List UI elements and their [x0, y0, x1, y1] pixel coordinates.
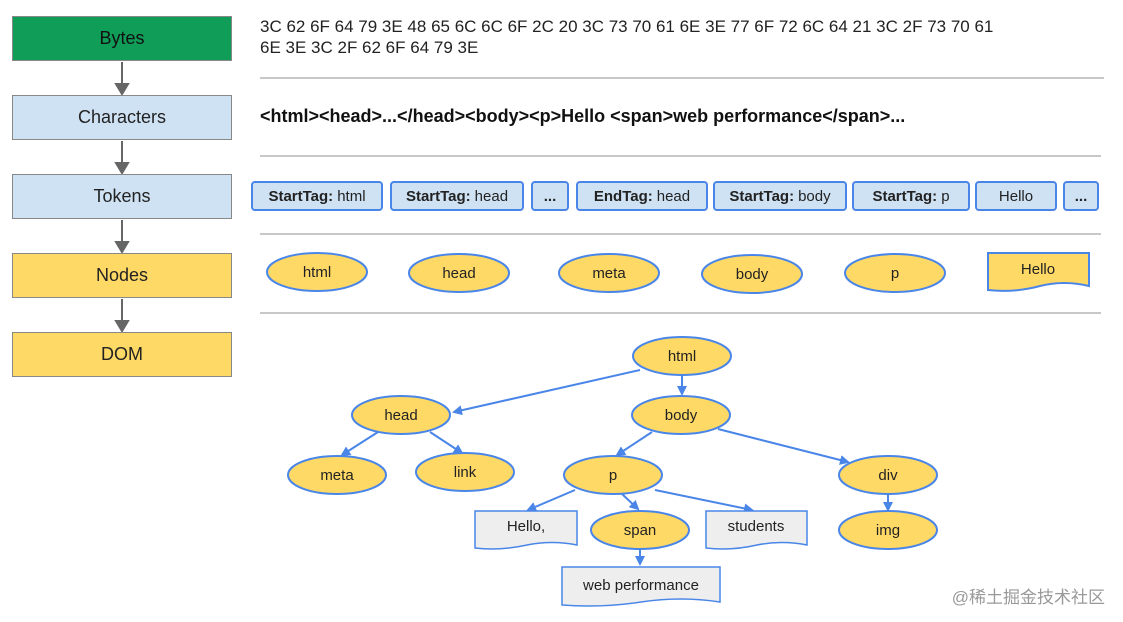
dom-label: span — [624, 522, 657, 539]
edge-head-meta — [340, 431, 379, 457]
dom-node-head — [351, 395, 451, 435]
node-label: Hello — [1021, 261, 1055, 278]
node-meta — [558, 253, 660, 293]
edge-p-span — [621, 493, 640, 511]
dom-label: head — [384, 407, 417, 424]
token-starttag-html: StartTag:html — [251, 181, 383, 211]
token-starttag-body: StartTag:body — [713, 181, 847, 211]
watermark: @稀土掘金技术社区 — [951, 588, 1105, 607]
node-head — [408, 253, 510, 293]
dom-label: div — [878, 467, 898, 484]
node-html — [266, 252, 368, 292]
dom-node-link — [415, 452, 515, 492]
dom-node-div — [838, 455, 938, 495]
dom-label: img — [876, 522, 900, 539]
separator — [260, 233, 1101, 235]
dom-node-img — [838, 510, 938, 550]
dom-label: link — [454, 464, 477, 481]
dom-node-p — [563, 455, 663, 495]
dom-node-body — [631, 395, 731, 435]
pipeline-arrows — [114, 62, 130, 333]
separator — [260, 312, 1101, 314]
dom-text-web-performance — [561, 566, 721, 607]
stage-characters: Characters — [12, 95, 232, 140]
stage-dom: DOM — [12, 332, 232, 377]
node-body — [701, 254, 803, 294]
dom-text-hello — [474, 510, 578, 550]
bytes-hex: 3C 62 6F 64 79 3E 48 65 6C 6C 6F 2C 20 3… — [260, 16, 1060, 58]
dom-label: Hello, — [507, 518, 545, 535]
token-starttag-p: StartTag:p — [852, 181, 970, 211]
edge-body-div — [717, 428, 850, 465]
stage-tokens: Tokens — [12, 174, 232, 219]
dom-node-html — [632, 336, 732, 376]
dom-label: meta — [320, 467, 354, 484]
dom-node-meta — [287, 455, 387, 495]
token-text-hello: Hello — [975, 181, 1057, 211]
token-ellipsis-end: ... — [1063, 181, 1099, 211]
dom-label: students — [728, 518, 785, 535]
dom-label: web performance — [582, 577, 699, 594]
stage-nodes: Nodes — [12, 253, 232, 298]
characters-text: <html><head>...</head><body><p>Hello <sp… — [260, 106, 906, 126]
token-ellipsis: ... — [531, 181, 569, 211]
node-label: p — [891, 265, 899, 282]
dom-text-students — [705, 510, 808, 550]
node-p — [844, 253, 946, 293]
token-endtag-head: EndTag:head — [576, 181, 708, 211]
bytes-line-1: 3C 62 6F 64 79 3E 48 65 6C 6C 6F 2C 20 3… — [260, 17, 994, 36]
node-text-hello — [987, 252, 1090, 292]
edge-p-students — [654, 489, 754, 514]
edge-head-link — [429, 431, 464, 455]
node-label: html — [303, 264, 331, 281]
dom-label: html — [668, 348, 696, 365]
node-label: meta — [592, 265, 626, 282]
edge-body-p — [615, 431, 653, 457]
stage-bytes: Bytes — [12, 16, 232, 61]
separator — [260, 155, 1101, 157]
dom-label: body — [665, 407, 698, 424]
node-label: head — [442, 265, 475, 282]
dom-node-span — [590, 510, 690, 550]
separator — [260, 77, 1104, 79]
edge-html-head — [452, 369, 641, 416]
edge-p-hello — [526, 489, 576, 512]
node-label: body — [736, 266, 769, 283]
token-starttag-head: StartTag:head — [390, 181, 524, 211]
dom-label: p — [609, 467, 617, 484]
bytes-line-2: 6E 3E 3C 2F 62 6F 64 79 3E — [260, 38, 479, 57]
